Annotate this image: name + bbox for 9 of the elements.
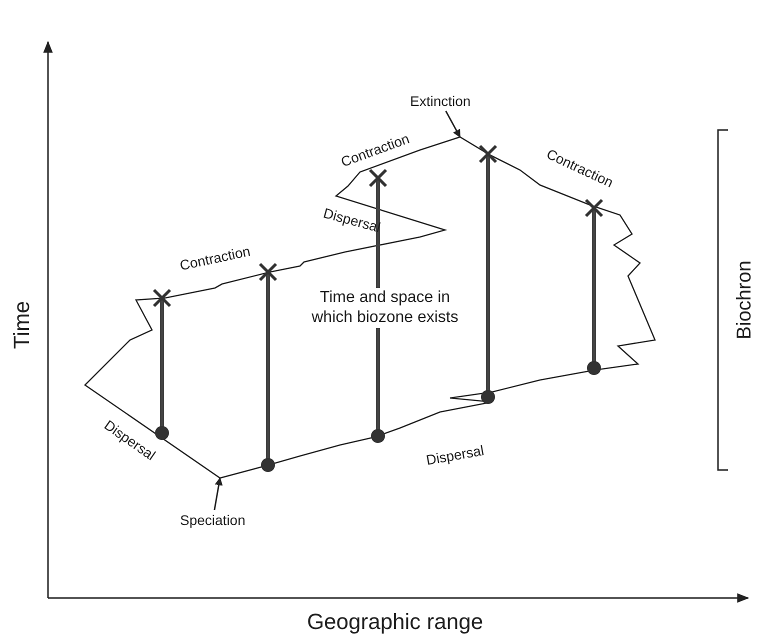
axis-label: Time — [9, 300, 35, 350]
boundary-label: Dispersal — [424, 442, 486, 468]
axis-label: Geographic range — [306, 609, 484, 635]
annotation-text: Extinction — [410, 93, 471, 109]
bracket-label: Biochron — [734, 260, 756, 340]
leader-arrow — [214, 477, 223, 510]
annotation-text: Speciation — [180, 512, 246, 528]
boundary-label: Contraction — [178, 242, 252, 274]
leader-arrow — [445, 110, 461, 138]
